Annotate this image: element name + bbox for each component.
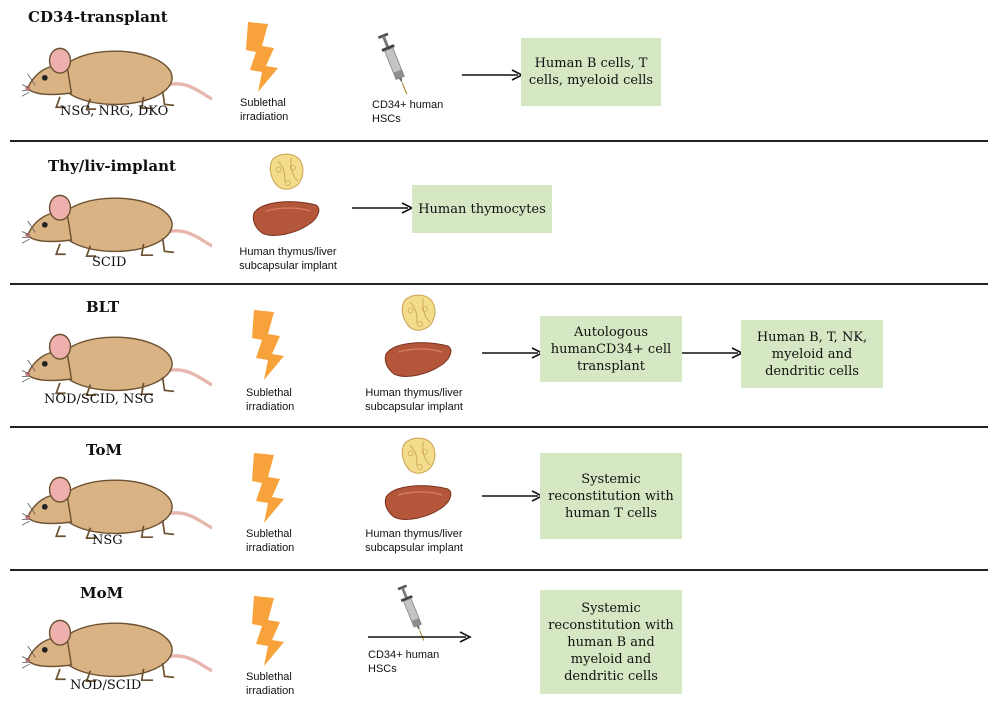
row-divider bbox=[10, 569, 988, 571]
arrow-icon bbox=[368, 630, 472, 644]
irradiation-label: Sublethal irradiation bbox=[246, 528, 295, 554]
row-tom: ToM NSG Sublethal irradiation Human thym… bbox=[0, 429, 997, 569]
liver-icon bbox=[384, 340, 454, 380]
row-divider bbox=[10, 140, 988, 142]
lightning-bolt-icon bbox=[250, 310, 290, 380]
arrow-icon bbox=[352, 201, 414, 215]
lightning-bolt-icon bbox=[250, 596, 290, 666]
implant-label: Human thymus/liver subcapsular implant bbox=[365, 528, 463, 554]
row-title: MoM bbox=[80, 584, 124, 602]
irradiation-label: Sublethal irradiation bbox=[246, 671, 295, 697]
result-box: Systemic reconstitution with human B and… bbox=[540, 590, 682, 694]
mouse-strain: NSG bbox=[92, 533, 123, 548]
arrow-icon bbox=[462, 68, 524, 82]
row-divider bbox=[10, 426, 988, 428]
row-title: Thy/liv-implant bbox=[48, 157, 176, 175]
hsc-label: CD34+ human HSCs bbox=[372, 99, 444, 125]
row-title: BLT bbox=[86, 298, 120, 316]
arrow-icon bbox=[682, 346, 744, 360]
liver-icon bbox=[252, 199, 322, 239]
row-divider bbox=[10, 283, 988, 285]
row-title: CD34-transplant bbox=[28, 8, 168, 26]
result-box: Human B cells, T cells, myeloid cells bbox=[521, 38, 661, 106]
row-title: ToM bbox=[86, 441, 123, 459]
result-box-transplant: Autologous humanCD34+ cell transplant bbox=[540, 316, 682, 382]
result-box: Systemic reconstitution with human T cel… bbox=[540, 453, 682, 539]
mouse-icon bbox=[22, 36, 212, 112]
row-cd34-transplant: CD34-transplant NSG, NRG, DKO Sublethal … bbox=[0, 0, 997, 140]
mouse-strain: SCID bbox=[92, 255, 127, 270]
row-blt: BLT NOD/SCID, NSG Sublethal irradiation … bbox=[0, 286, 997, 426]
row-mom: MoM NOD/SCID Sublethal irradiation CD34+… bbox=[0, 572, 997, 706]
lightning-bolt-icon bbox=[244, 22, 284, 92]
mouse-strain: NOD/SCID, NSG bbox=[44, 392, 154, 407]
syringe-icon bbox=[371, 30, 420, 101]
arrow-icon bbox=[482, 489, 544, 503]
row-thy-liv-implant: Thy/liv-implant SCID Human thymus/liver … bbox=[0, 143, 997, 283]
mouse-icon bbox=[22, 322, 212, 398]
implant-label: Human thymus/liver subcapsular implant bbox=[239, 246, 337, 272]
mouse-strain: NOD/SCID bbox=[70, 678, 142, 693]
implant-label: Human thymus/liver subcapsular implant bbox=[365, 387, 463, 413]
irradiation-label: Sublethal irradiation bbox=[246, 387, 295, 413]
result-box: Human B, T, NK, myeloid and dendritic ce… bbox=[741, 320, 883, 388]
thymus-icon bbox=[398, 292, 440, 334]
mouse-strain: NSG, NRG, DKO bbox=[60, 104, 169, 119]
irradiation-label: Sublethal irradiation bbox=[240, 97, 289, 123]
mouse-icon bbox=[22, 183, 212, 259]
liver-icon bbox=[384, 483, 454, 523]
thymus-icon bbox=[398, 435, 440, 477]
thymus-icon bbox=[266, 151, 308, 193]
lightning-bolt-icon bbox=[250, 453, 290, 523]
hsc-label: CD34+ human HSCs bbox=[368, 649, 440, 675]
result-box: Human thymocytes bbox=[412, 185, 552, 233]
mouse-icon bbox=[22, 465, 212, 541]
mouse-icon bbox=[22, 608, 212, 684]
arrow-icon bbox=[482, 346, 544, 360]
